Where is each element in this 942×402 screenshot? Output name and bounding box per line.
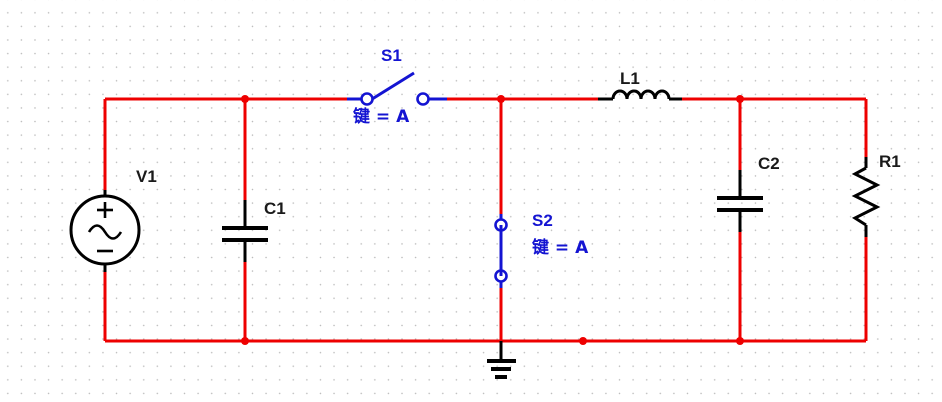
label-l1: L1 bbox=[620, 69, 640, 88]
junction-dot bbox=[497, 95, 505, 103]
label-s1-key: 键 = A bbox=[353, 107, 410, 127]
component-c1-capacitor[interactable] bbox=[222, 200, 268, 262]
label-v1: V1 bbox=[136, 167, 157, 186]
s1-terminal-left bbox=[360, 92, 374, 106]
component-c2-capacitor[interactable] bbox=[717, 170, 763, 232]
junction-dot bbox=[736, 337, 744, 345]
label-c1: C1 bbox=[264, 199, 286, 218]
junction-dots bbox=[241, 95, 744, 345]
s1-terminal-right bbox=[416, 92, 430, 106]
label-s2: S2 bbox=[532, 211, 553, 230]
component-s2-switch[interactable] bbox=[494, 214, 508, 288]
label-r1: R1 bbox=[879, 152, 901, 171]
component-r1-resistor[interactable] bbox=[851, 157, 881, 237]
junction-dot bbox=[241, 337, 249, 345]
junction-dot bbox=[579, 337, 587, 345]
junction-dot bbox=[241, 95, 249, 103]
component-ground bbox=[487, 341, 516, 379]
label-s2-key: 键 = A bbox=[532, 238, 589, 258]
v1-sine-symbol bbox=[87, 224, 123, 240]
component-s1-switch[interactable] bbox=[347, 71, 447, 106]
component-v1-ac-source[interactable] bbox=[69, 190, 141, 272]
label-s1: S1 bbox=[381, 46, 402, 65]
component-l1-inductor[interactable] bbox=[598, 89, 682, 101]
label-c2: C2 bbox=[758, 154, 780, 173]
s1-lever bbox=[368, 71, 415, 103]
wire-network bbox=[103, 97, 868, 343]
v1-plus-sign bbox=[97, 202, 113, 218]
r1-zigzag bbox=[851, 166, 881, 227]
junction-dot bbox=[736, 95, 744, 103]
l1-coil bbox=[611, 89, 671, 100]
